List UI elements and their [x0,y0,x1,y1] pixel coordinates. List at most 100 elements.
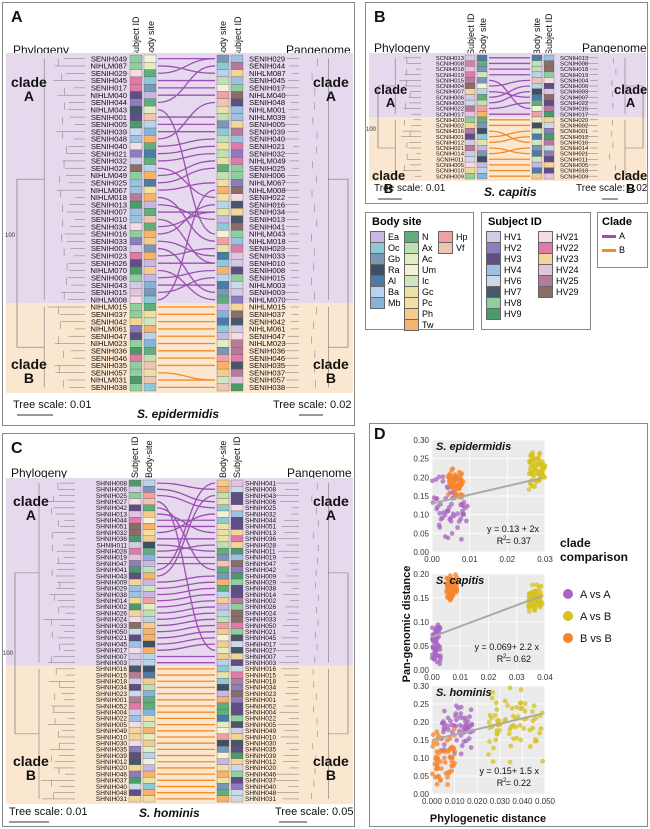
support-value: 100 [3,651,14,657]
data-point [536,455,541,461]
y-tick-label: 0.00 [413,790,429,799]
data-point [445,727,451,733]
regression-line [431,712,542,741]
legend-label: HV22 [556,243,579,253]
subject-id-cell [129,142,143,151]
subject-id-cell [129,135,143,143]
leaf-label-right: SHNIH039 [245,753,276,760]
leaf-label-left: SCNIH003 [436,101,465,107]
body-site-cell [476,71,488,78]
legend-label: Gb [388,254,401,264]
subject-id-cell-right [230,368,244,377]
data-point [463,722,469,728]
leaf-label-left: SENIH035 [91,361,127,370]
leaf-label-right: SHNIH015 [245,672,276,679]
body-site-cell [142,715,156,722]
body-site-cell [143,317,157,326]
subject-id-cell-right [230,157,244,165]
body-site-cell [142,622,156,629]
leaf-label-right: SHNIH051 [245,524,276,531]
body-site-cell-right [531,156,543,163]
leaf-label-left: SHNIH029 [96,586,127,593]
subject-id-cell-right [230,523,244,530]
data-point [527,458,532,464]
body-site-cell [142,628,156,635]
data-point [436,474,442,480]
data-point [445,774,450,780]
subject-id-cell-right [230,517,244,524]
connector-line [488,85,531,98]
leaf-label-left: NIHLM015 [90,303,127,312]
plot-title: S. epidermidis [436,441,511,453]
subject-id-cell-right [230,609,244,617]
leaf-label-right: NIHLM003 [249,281,286,290]
leaf-label-right: SHNIH008 [245,487,276,494]
body-site-cell [142,665,156,673]
data-point [429,652,435,657]
leaf-label-right: SHNIH038 [245,586,276,593]
body-site-cell-right [216,288,230,297]
subject-id-cell-right [230,758,244,765]
leaf-label-right: SHNIH047 [245,561,276,568]
r-squared: R = 0.62 [497,654,531,664]
pangenome-label: Pangenome [582,41,647,55]
subject-id-cell-right [230,266,244,275]
leaf-label-left: SENIH005 [91,120,127,129]
data-point [507,685,513,691]
body-site-cell-right [216,186,230,194]
y-tick-label: 0.20 [413,718,429,727]
legend-marker [563,633,573,643]
subject-id-cell-right [230,535,244,543]
y-tick-label: 0.20 [413,570,429,579]
connector-line [488,130,531,144]
subject-id-cell [128,479,142,487]
subject-id-cell [129,354,143,362]
legend-swatch [404,319,419,331]
subject-id-cell [129,186,143,194]
body-site-cell [476,167,488,174]
leaf-label-right: SHNIH007 [245,654,276,661]
body-site-cell [142,647,156,654]
leaf-label-right: SHNIH001 [245,697,276,704]
legend-swatch [370,297,385,309]
leaf-label-left: SENIH045 [91,76,127,85]
leaf-label-left: SHNIH033 [96,623,127,630]
body-site-cell-right [216,215,230,224]
leaf-label-left: SCNIH008 [436,62,465,68]
connector-line [157,182,216,191]
leaf-label-right: SCNIH014 [560,146,589,152]
legend-label: HV8 [504,298,522,308]
leaf-label-right: SHNIH016 [245,666,276,673]
body-site-cell-right [216,368,230,377]
body-site-cell [476,150,488,157]
panel-letter: A [11,9,23,26]
subject-id-cell-right [230,659,244,666]
subject-id-cell-right [230,529,244,536]
subject-id-cell-right [230,702,244,710]
subject-id-cell [128,603,142,611]
body-site-cell-right [216,746,230,753]
legend-label: Gc [422,287,434,297]
legend-label: Al [388,276,397,286]
leaf-label-right: SENIH037 [249,368,285,377]
subject-id-cell [128,653,142,660]
body-site-cell-right [216,733,230,741]
body-site-cell [142,486,156,493]
subject-id-cell [129,295,143,304]
body-site-cell-right [216,560,230,567]
connector-line [156,631,216,639]
data-point [442,708,447,714]
data-point [460,512,465,517]
data-point [466,736,472,742]
body-site-cell [143,252,157,260]
body-site-cell [142,758,156,765]
subject-id-cell-right [543,139,555,146]
subject-id-cell [128,684,142,691]
data-point [437,647,443,652]
subject-id-cell [128,535,142,543]
data-point [456,486,462,492]
subject-id-cell [129,361,143,370]
